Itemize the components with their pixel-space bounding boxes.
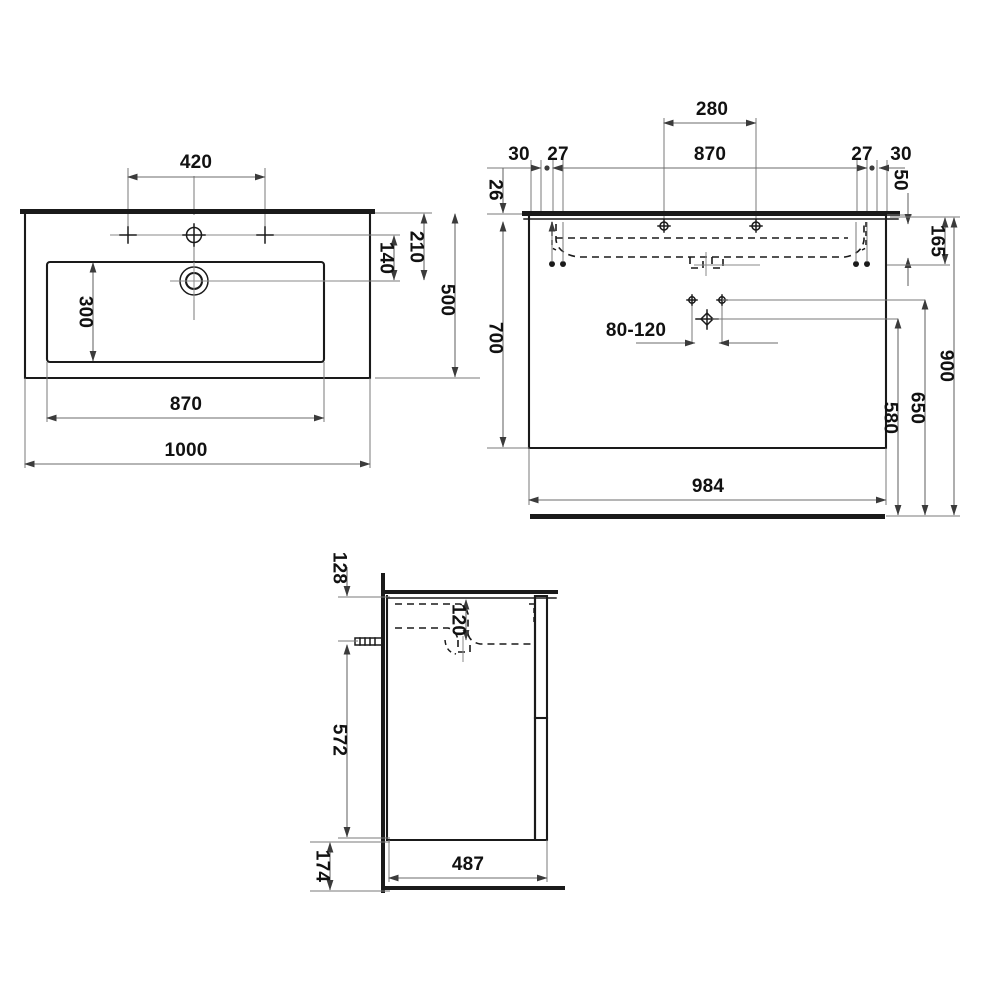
front-view-group: 280 870 30 27 27	[485, 99, 960, 519]
side-view-group: 128 120 572 174	[310, 552, 565, 893]
dim-650-group: 650	[907, 299, 929, 516]
basin-outer-outline	[23, 211, 372, 380]
dim-174-group: 174	[310, 841, 390, 892]
dim-487-group: 487	[388, 840, 548, 882]
dim-140-label: 140	[376, 242, 397, 274]
dim-650-label: 650	[907, 392, 928, 424]
dim-1000-group: 1000	[24, 378, 371, 468]
dim-420-label: 420	[180, 152, 212, 173]
dim-165-group: 165	[890, 216, 950, 266]
side-floor-line	[385, 886, 565, 890]
waste-crosshair-left	[686, 294, 698, 306]
tap-hole-left-marker	[119, 226, 137, 244]
dim-140-group: 140	[330, 234, 400, 282]
wall-bracket	[338, 637, 384, 646]
tap-hole-right-marker	[256, 226, 274, 244]
dim-572-group: 572	[329, 644, 390, 839]
dim-500-group: 500	[375, 213, 480, 379]
dim-30-right-label: 30	[890, 144, 912, 165]
dim-80-120-group: 80-120	[606, 294, 925, 347]
side-counter-slab	[385, 590, 558, 594]
dim-572-label: 572	[329, 724, 350, 756]
dim-300-label: 300	[75, 296, 96, 328]
dim-26-label: 26	[485, 179, 506, 201]
dim-580-label: 580	[880, 402, 901, 434]
dim-128-group: 128	[329, 552, 390, 598]
front-view-extension-lines	[530, 118, 888, 225]
dim-210-label: 210	[406, 231, 427, 263]
basin-bowl-outline	[45, 260, 326, 364]
dim-870-top-group: 870	[46, 362, 325, 422]
dim-280-group: 280	[663, 99, 757, 127]
drain-hole	[175, 262, 213, 300]
dim-420-group: 420	[127, 152, 266, 181]
dim-120-group: 120	[448, 599, 470, 641]
dim-27-left-group: 27	[544, 144, 569, 171]
dim-26-group: 26	[485, 167, 531, 215]
dim-487-label: 487	[452, 854, 484, 875]
bracket-hidden-lines	[551, 222, 867, 251]
dim-280-label: 280	[696, 99, 728, 120]
dim-984-group: 984	[528, 448, 887, 505]
dim-165-label: 165	[927, 225, 948, 258]
dim-27-right-group: 27	[851, 144, 875, 171]
front-tap-marks	[657, 219, 763, 233]
dim-870-front-group: 870	[552, 144, 868, 172]
wall-line	[381, 573, 385, 893]
dim-30-right-group: 30	[878, 144, 912, 172]
dim-300-group: 300	[75, 262, 97, 362]
dim-700-label: 700	[485, 322, 506, 354]
dim-900-group: 900	[890, 216, 960, 516]
dim-120-label: 120	[448, 604, 469, 636]
mounting-dots	[548, 221, 870, 267]
top-view-group: 420	[20, 152, 480, 468]
dim-80-120-label: 80-120	[606, 320, 666, 341]
top-view-extension-lines	[127, 168, 266, 320]
dim-870-top-label: 870	[170, 394, 202, 415]
dim-128-label: 128	[329, 552, 350, 584]
dim-30-left-label: 30	[508, 144, 530, 165]
dim-50-label: 50	[890, 169, 911, 191]
dim-700-group: 700	[485, 221, 529, 449]
dim-27-left-label: 27	[547, 144, 569, 165]
front-counter-slab	[522, 211, 900, 216]
dim-30-left-group: 30	[508, 144, 542, 172]
dim-27-right-label: 27	[851, 144, 873, 165]
dim-870-front-label: 870	[694, 144, 726, 165]
dim-984-label: 984	[692, 476, 725, 497]
floor-line	[530, 514, 885, 519]
counter-top-edge	[20, 209, 375, 214]
dim-1000-label: 1000	[164, 440, 207, 461]
center-tap-hole	[182, 223, 206, 247]
dim-174-label: 174	[312, 850, 333, 883]
dim-50-group: 50	[887, 169, 912, 286]
dim-500-label: 500	[437, 284, 458, 316]
dim-580-group: 580	[880, 318, 902, 516]
basin-hidden-outline	[555, 224, 865, 269]
cabinet-front-outline	[527, 215, 888, 450]
dim-210-group: 210	[375, 212, 432, 281]
dim-900-label: 900	[936, 350, 957, 382]
